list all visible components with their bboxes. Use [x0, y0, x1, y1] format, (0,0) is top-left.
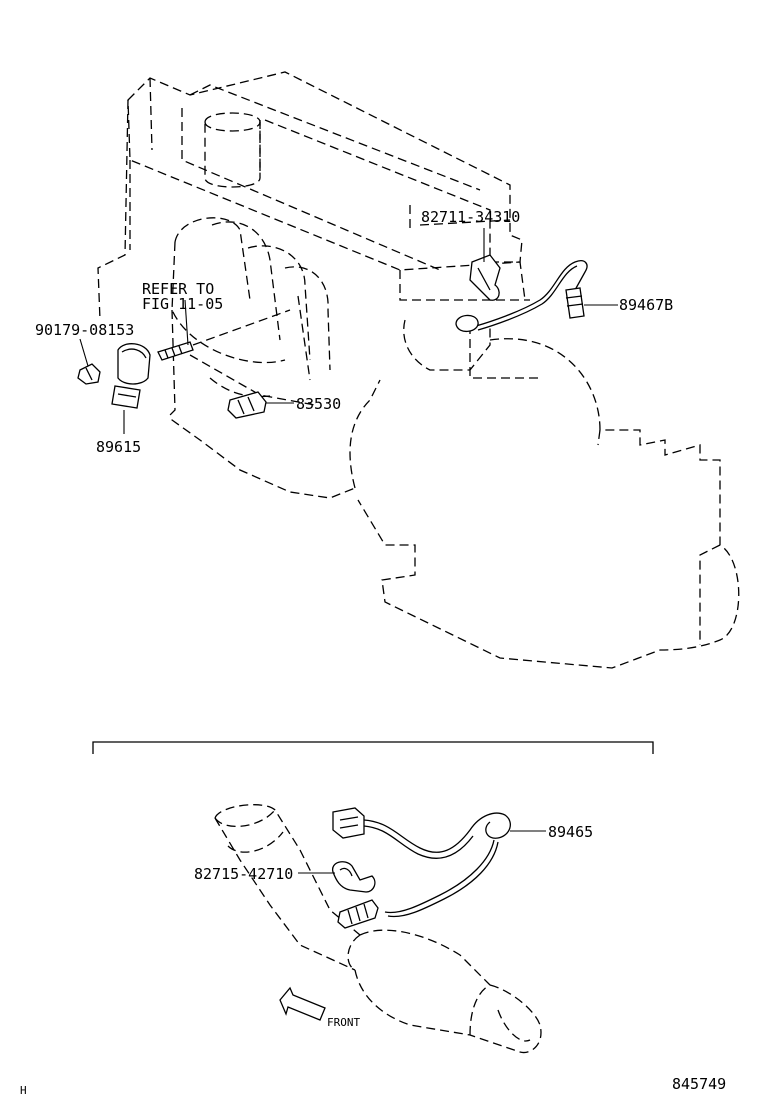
- label-89465: 89465: [548, 823, 593, 841]
- clamp-82711-34310: [469, 254, 501, 301]
- leader-lines-lower: [298, 830, 546, 874]
- leader-lines-upper: [79, 228, 618, 434]
- section-divider: [92, 741, 654, 754]
- knock-sensor-89615: [111, 343, 151, 409]
- sensor-83530: [227, 391, 267, 419]
- exhaust-pipe: [214, 804, 542, 1054]
- bolt-90179-08153: [77, 363, 101, 385]
- label-89467b: 89467B: [619, 296, 673, 314]
- label-83530: 83530: [296, 395, 341, 413]
- figure-number: 845749: [672, 1075, 726, 1093]
- oxygen-sensor-89467b: [455, 260, 588, 332]
- label-82711-34310: 82711-34310: [421, 208, 520, 226]
- front-arrow-icon: [279, 986, 326, 1021]
- label-refer-to: REFER TO: [142, 280, 214, 298]
- oxygen-sensor-89465: [332, 807, 511, 929]
- label-90179-08153: 90179-08153: [35, 321, 134, 339]
- label-89615: 89615: [96, 438, 141, 456]
- engine-outline: [97, 71, 740, 669]
- label-82715-42710: 82715-42710: [194, 865, 293, 883]
- corner-code: H: [20, 1084, 27, 1097]
- stud-bolt: [157, 341, 194, 361]
- label-fig-11-05: FIG 11-05: [142, 295, 223, 313]
- label-front: FRONT: [327, 1016, 360, 1029]
- clamp-82715-42710: [332, 861, 376, 893]
